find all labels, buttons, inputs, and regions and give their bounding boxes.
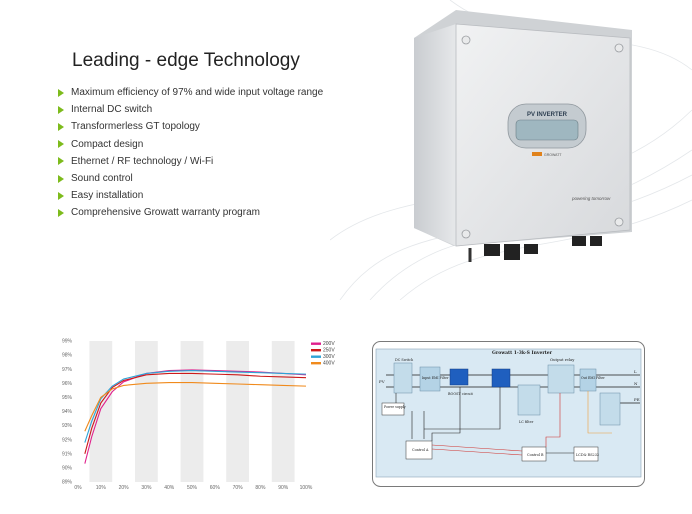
legend-label-400V: 400V: [323, 361, 335, 367]
feature-item: Transformerless GT topology: [58, 118, 323, 135]
feature-item: Ethernet / RF technology / Wi-Fi: [58, 153, 323, 170]
grid-band: [226, 341, 249, 482]
pv-input-label: PV: [379, 379, 385, 384]
y-tick-label: 90%: [62, 466, 73, 472]
feature-text: Sound control: [71, 173, 133, 185]
series-line-300V: [84, 370, 307, 443]
dc-switch-block: [393, 362, 413, 394]
y-tick-label: 93%: [62, 423, 73, 429]
feature-text: Internal DC switch: [71, 104, 153, 116]
triangle-bullet-icon: [58, 122, 64, 131]
y-tick-label: 99%: [62, 339, 73, 345]
series-line-250V: [84, 372, 307, 454]
triangle-bullet-icon: [58, 157, 64, 166]
product-tagline: powering tomorrow: [571, 196, 611, 201]
feature-item: Internal DC switch: [58, 101, 323, 118]
series-line-400V: [84, 382, 307, 432]
triangle-bullet-icon: [58, 174, 64, 183]
control-a-block: [405, 440, 433, 460]
feature-item: Maximum efficiency of 97% and wide input…: [58, 84, 323, 101]
feature-text: Comprehensive Growatt warranty program: [71, 207, 260, 219]
lcd-rs232-label: LCD& RS232: [576, 453, 599, 457]
output-relay-label: Output relay: [550, 357, 575, 362]
power-supply-block: [381, 402, 405, 416]
y-tick-label: 94%: [62, 409, 73, 415]
triangle-bullet-icon: [58, 140, 64, 149]
x-tick-label: 30%: [141, 485, 152, 491]
legend-swatch-250V: [311, 349, 321, 352]
y-tick-label: 95%: [62, 395, 73, 401]
y-tick-label: 97%: [62, 367, 73, 373]
input-emi-label: Input EMI Filter: [422, 376, 449, 380]
grid-band: [135, 341, 158, 482]
x-tick-label: 90%: [278, 485, 289, 491]
legend-label-200V: 200V: [323, 341, 335, 347]
series-line-200V: [84, 369, 307, 464]
feature-text: Transformerless GT topology: [71, 121, 200, 133]
line-l-label: L: [634, 369, 637, 374]
legend-label-300V: 300V: [323, 354, 335, 360]
grid-band: [89, 341, 113, 482]
feature-item: Comprehensive Growatt warranty program: [58, 204, 323, 221]
feature-item: Sound control: [58, 170, 323, 187]
diagram-title: Growatt 1-3k-S Inverter: [492, 350, 553, 356]
dc-switch-label: DC Switch: [395, 358, 414, 362]
boost-block: [449, 368, 469, 386]
lc-filter-block: [517, 384, 541, 416]
y-tick-label: 96%: [62, 381, 73, 387]
line-n-label: N: [634, 381, 638, 386]
x-tick-label: 10%: [96, 485, 107, 491]
legend-swatch-200V: [311, 342, 321, 345]
lc-filter-label: LC filter: [519, 420, 534, 424]
power-supply-label: Power supply: [384, 405, 406, 409]
x-tick-label: 100%: [300, 485, 313, 491]
line-pe-label: PE: [634, 397, 640, 402]
x-tick-label: 40%: [164, 485, 175, 491]
output-relay-block: [547, 364, 575, 394]
boost-label: BOOST circuit: [448, 392, 474, 396]
grid-band: [180, 341, 204, 482]
control-a-label: Control A: [412, 448, 429, 452]
x-tick-label: 50%: [187, 485, 198, 491]
legend-swatch-400V: [311, 362, 321, 365]
grid-band: [271, 341, 295, 482]
inverter-circuit-diagram: Growatt 1-3k-S Inverter PV L N PE DC Swi…: [372, 341, 645, 487]
legend-label-250V: 250V: [323, 348, 335, 354]
triangle-bullet-icon: [58, 88, 64, 97]
y-tick-label: 89%: [62, 480, 73, 486]
feature-item: Compact design: [58, 136, 323, 153]
out-emi-label: Out EMI Filter: [581, 376, 605, 380]
feature-text: Compact design: [71, 138, 144, 150]
control-b-label: Control B: [527, 453, 544, 457]
lcd-rs232-block: [573, 446, 599, 462]
triangle-bullet-icon: [58, 208, 64, 217]
inverter-bridge-block: [491, 368, 511, 388]
x-tick-label: 20%: [119, 485, 130, 491]
triangle-bullet-icon: [58, 105, 64, 114]
y-tick-label: 98%: [62, 353, 73, 359]
page-heading: Leading - edge Technology: [72, 50, 300, 71]
feature-item: Easy installation: [58, 187, 323, 204]
triangle-bullet-icon: [58, 191, 64, 200]
legend-swatch-300V: [311, 355, 321, 358]
feature-text: Maximum efficiency of 97% and wide input…: [71, 87, 324, 99]
feature-text: Ethernet / RF technology / Wi-Fi: [71, 155, 214, 167]
x-tick-label: 80%: [255, 485, 266, 491]
surge-arrestor-block: [599, 392, 621, 426]
input-emi-block: [419, 366, 441, 392]
y-tick-label: 91%: [62, 451, 73, 457]
display-label: PV INVERTER: [527, 112, 568, 118]
brand-badge: GROWATT: [544, 153, 562, 157]
x-tick-label: 60%: [210, 485, 221, 491]
x-tick-label: 70%: [233, 485, 244, 491]
y-tick-label: 92%: [62, 437, 73, 443]
out-emi-block: [579, 368, 597, 392]
feature-text: Easy installation: [71, 190, 144, 202]
x-tick-label: 0%: [74, 485, 82, 491]
feature-list: Maximum efficiency of 97% and wide input…: [58, 84, 323, 222]
efficiency-chart: 89% 90% 91% 92% 93% 94% 95% 96% 97% 98% 99% 0% 10% 2…: [62, 339, 335, 491]
control-b-block: [521, 446, 547, 462]
pv-inverter-product-image: PV INVERTER GROWATT powering tomorrow: [414, 10, 632, 262]
